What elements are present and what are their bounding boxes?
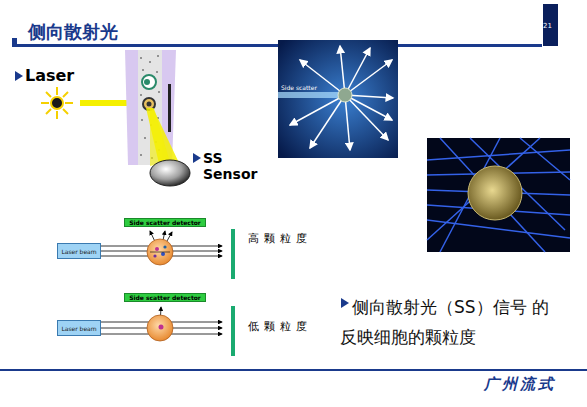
laser-box: Laser beam [57, 320, 101, 336]
laser-label: Laser [25, 66, 74, 85]
detector-box: Side scatter detector [124, 293, 206, 302]
granularity-label: 低颗粒度 [248, 319, 312, 334]
sensor-label: SS Sensor [203, 150, 263, 182]
laser-source [41, 87, 73, 119]
bullet [193, 153, 201, 163]
header-rule [12, 44, 542, 47]
laser-box: Laser beam [57, 243, 101, 259]
node-text: Side scatter detector [129, 219, 201, 226]
laser-beam [80, 100, 128, 106]
granularity-diagram [95, 306, 235, 356]
node-text: Side scatter detector [129, 294, 201, 301]
scatter-image [278, 40, 398, 158]
node-text: Laser beam [61, 248, 96, 255]
slide-title: 侧向散射光 [28, 20, 118, 44]
scatter-beam [146, 108, 180, 168]
footer-brand: 广州流式 [484, 375, 556, 394]
page-number-box: 21 [543, 4, 558, 46]
detector-box: Side scatter detector [124, 218, 206, 227]
scatter-image [427, 138, 570, 252]
ss-sensor-lens [150, 160, 190, 186]
bullet [341, 298, 349, 308]
granularity-diagram [95, 229, 235, 279]
scatter-beam [150, 108, 170, 166]
bullet [15, 71, 23, 81]
node-text: Laser beam [61, 325, 96, 332]
node-text: 21 [543, 22, 552, 30]
footer-rule [0, 369, 587, 371]
body-text: 侧向散射光（SS）信号 的反映细胞的颗粒度 [340, 293, 565, 353]
header-cap [12, 38, 17, 47]
image-label: Side scatter [281, 84, 317, 91]
granularity-label: 高颗粒度 [248, 231, 312, 246]
